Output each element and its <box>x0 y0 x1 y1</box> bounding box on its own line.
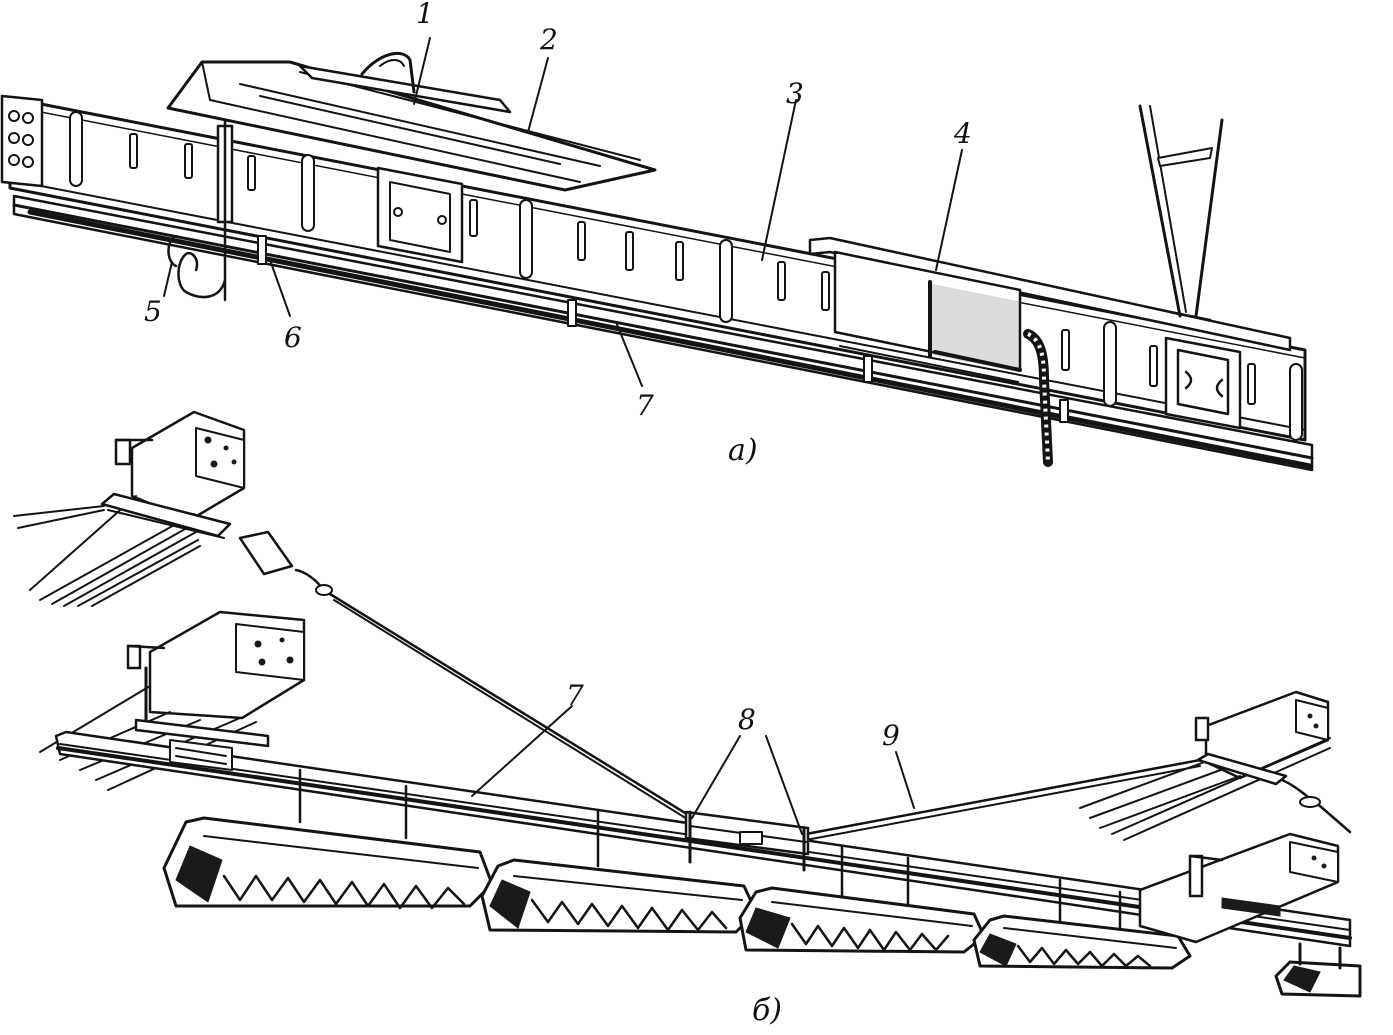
leader-lines-b <box>472 706 914 834</box>
subfigure-b-caption: б) <box>752 993 783 1028</box>
light-fittings <box>164 818 1360 996</box>
access-box-right <box>1166 338 1240 428</box>
access-box <box>378 168 462 262</box>
light-fitting-1 <box>164 818 492 908</box>
subfigure-a-caption: а) <box>728 433 758 468</box>
tap-off-box <box>810 238 1290 382</box>
rail-hangers <box>258 236 1068 422</box>
lamp-suspension <box>169 120 233 300</box>
end-cap <box>2 96 42 186</box>
trunking-clamps <box>300 770 1120 934</box>
callout-1: 1 <box>416 0 434 30</box>
callout-3: 3 <box>786 77 804 110</box>
lamp-fitting <box>168 53 655 190</box>
hanger-rods <box>1140 106 1222 320</box>
ventilation-slots <box>130 134 1255 404</box>
concrete-beam-1 <box>30 412 244 606</box>
light-fitting-5 <box>1276 944 1360 996</box>
concrete-beam-2 <box>40 612 304 790</box>
callout-4: 4 <box>954 117 972 150</box>
light-fitting-2 <box>482 860 756 932</box>
support-rail <box>14 196 1312 470</box>
concrete-beam-4 <box>1140 834 1338 942</box>
subfigure-b-assembly <box>14 412 1360 996</box>
callout-8: 8 <box>738 703 756 736</box>
callout-9: 9 <box>882 719 900 752</box>
concrete-beam-3 <box>1080 692 1350 840</box>
section-joints <box>70 112 1302 440</box>
light-fitting-4 <box>974 916 1190 968</box>
callout-5: 5 <box>144 295 162 328</box>
callout-2: 2 <box>540 23 558 56</box>
callout-7-b: 7 <box>566 679 584 712</box>
connectors <box>686 812 808 870</box>
leader-lines-a <box>164 38 962 386</box>
subfigure-a-assembly <box>2 38 1312 470</box>
callout-7-a: 7 <box>636 389 654 422</box>
cable-anchor-left <box>14 494 332 595</box>
carrying-cable <box>330 594 1200 840</box>
callout-6: 6 <box>284 321 302 354</box>
flexible-conduit <box>1028 334 1048 462</box>
light-fitting-3 <box>740 888 984 952</box>
